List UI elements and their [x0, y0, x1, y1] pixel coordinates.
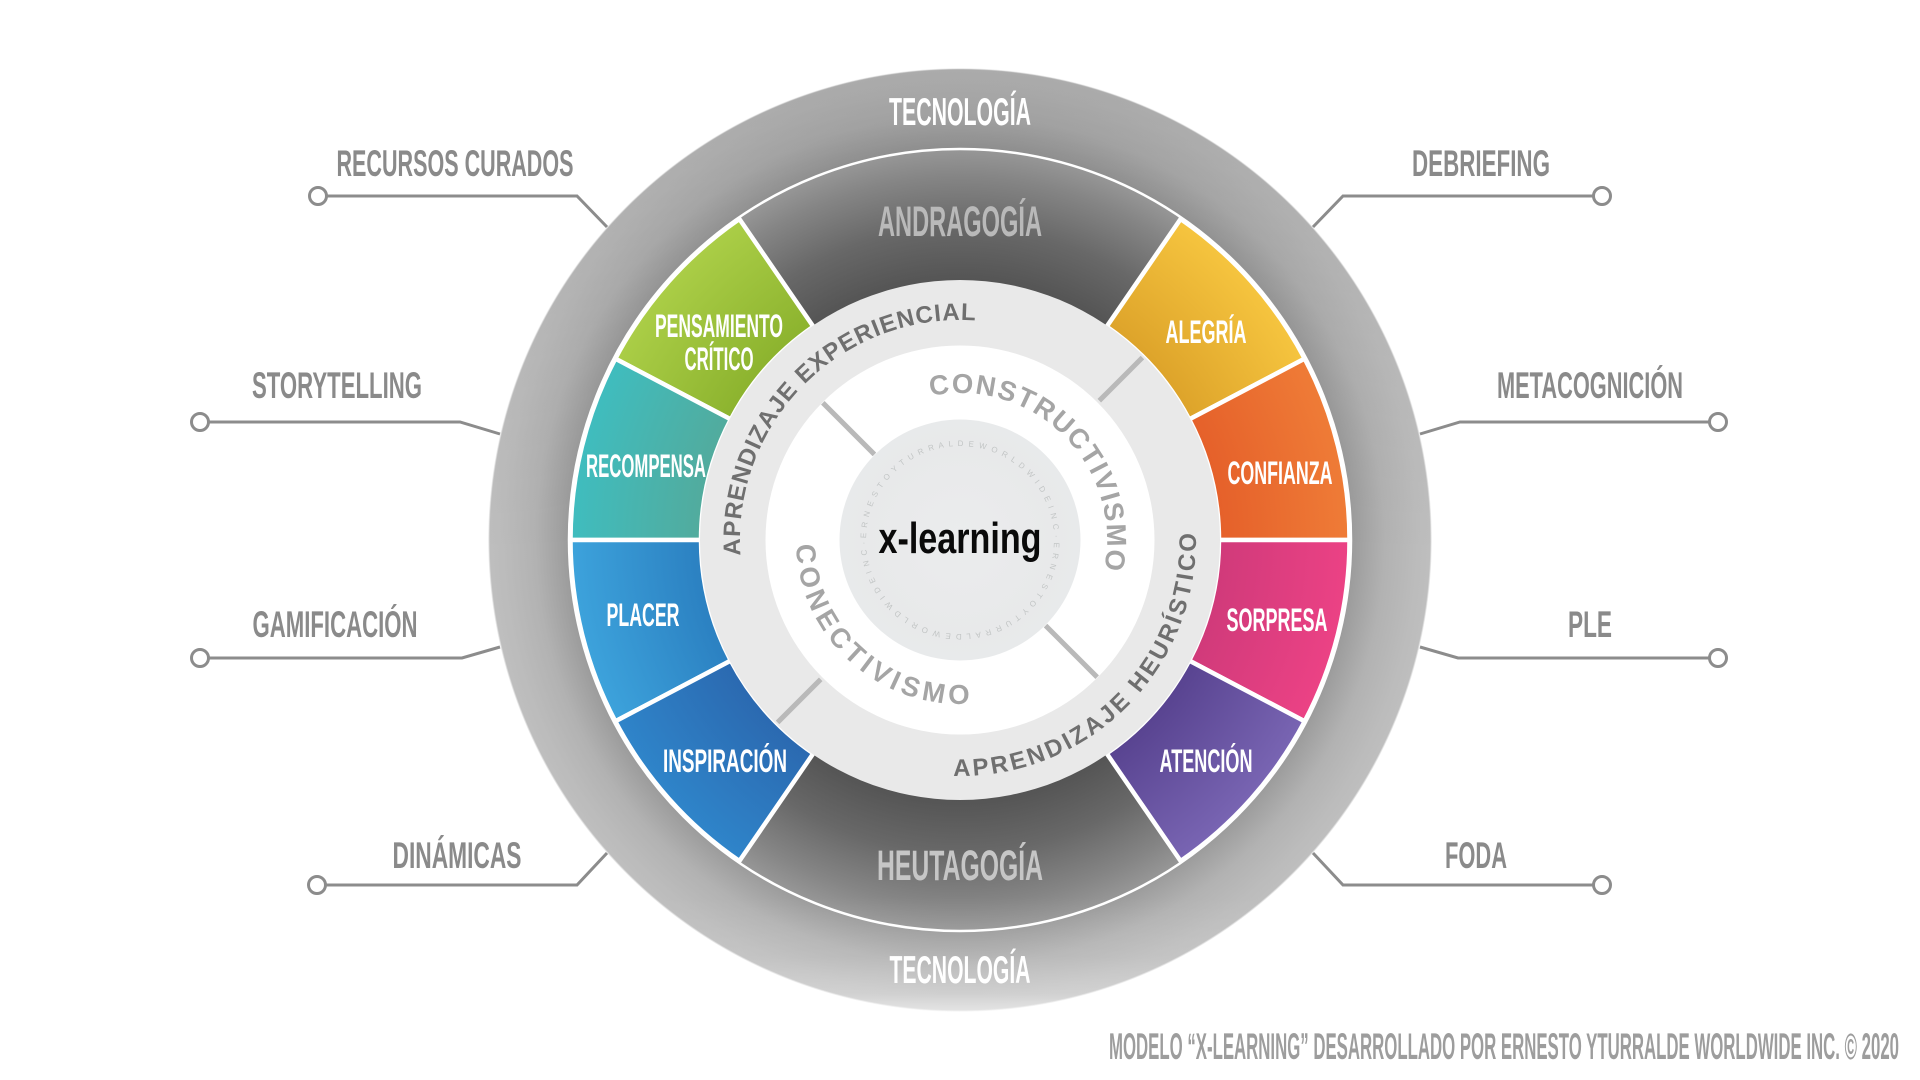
- svg-text:TECNOLOGÍA: TECNOLOGÍA: [889, 90, 1031, 134]
- svg-text:CRÍTICO: CRÍTICO: [685, 340, 754, 377]
- svg-text:TECNOLOGÍA: TECNOLOGÍA: [890, 948, 1031, 992]
- svg-text:x-learning: x-learning: [879, 515, 1042, 563]
- svg-text:CONFIANZA: CONFIANZA: [1228, 455, 1333, 491]
- svg-text:SORPRESA: SORPRESA: [1227, 602, 1328, 638]
- svg-text:PLE: PLE: [1568, 604, 1612, 645]
- svg-text:RECOMPENSA: RECOMPENSA: [586, 448, 706, 484]
- svg-text:FODA: FODA: [1445, 835, 1507, 876]
- svg-text:PENSAMIENTO: PENSAMIENTO: [655, 308, 783, 344]
- svg-text:INSPIRACIÓN: INSPIRACIÓN: [663, 742, 787, 779]
- svg-text:GAMIFICACIÓN: GAMIFICACIÓN: [253, 603, 418, 645]
- svg-text:HEUTAGOGÍA: HEUTAGOGÍA: [877, 842, 1043, 890]
- svg-text:PLACER: PLACER: [607, 597, 680, 633]
- svg-text:STORYTELLING: STORYTELLING: [252, 365, 422, 406]
- svg-text:ALEGRÍA: ALEGRÍA: [1166, 313, 1247, 350]
- svg-text:MODELO “X-LEARNING” DESARROLLA: MODELO “X-LEARNING” DESARROLLADO POR ERN…: [1109, 1026, 1899, 1067]
- svg-text:ANDRAGOGÍA: ANDRAGOGÍA: [878, 198, 1042, 246]
- svg-text:DEBRIEFING: DEBRIEFING: [1412, 143, 1550, 184]
- svg-text:ATENCIÓN: ATENCIÓN: [1160, 742, 1253, 779]
- svg-text:METACOGNICIÓN: METACOGNICIÓN: [1497, 364, 1683, 406]
- svg-text:DINÁMICAS: DINÁMICAS: [393, 835, 522, 876]
- svg-text:RECURSOS CURADOS: RECURSOS CURADOS: [337, 143, 574, 184]
